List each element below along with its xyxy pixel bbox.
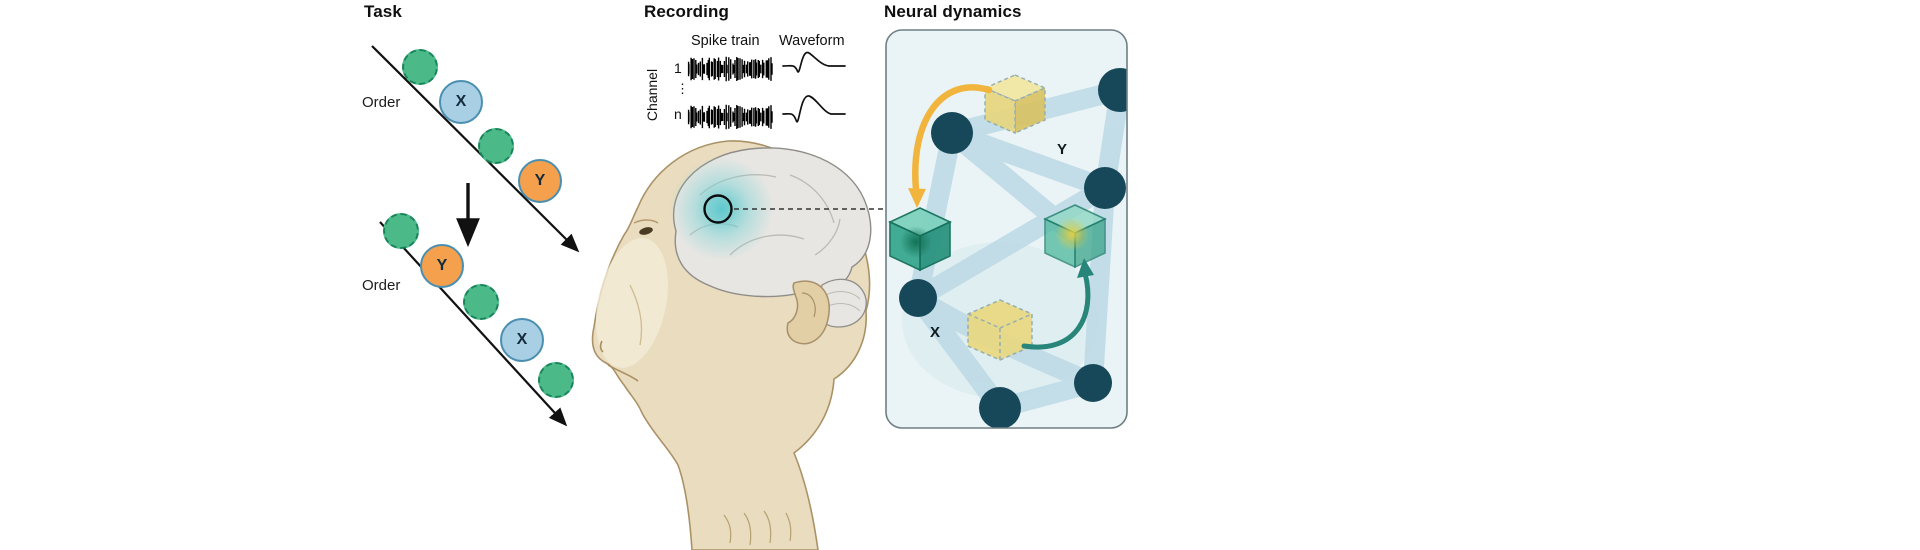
monkey-fur-strokes: [723, 510, 792, 546]
monkey-ear: [786, 280, 830, 345]
transition-arrow-teal: [1021, 270, 1091, 350]
distractor-circle: [463, 284, 499, 320]
monkey-ear-inner-line: [801, 292, 816, 318]
item-circle-x-bottom: X: [500, 318, 544, 362]
monkey-head-illustration: [591, 140, 892, 550]
panel-border: [885, 29, 1128, 429]
spike-train-1: [687, 56, 773, 82]
neural-dynamics-panel: [885, 29, 1128, 429]
distractor-circle: [383, 213, 419, 249]
order-label-top: Order: [362, 94, 401, 111]
item-label-x: X: [516, 331, 528, 348]
state-label-x: X: [930, 324, 941, 341]
spike-train-label: Spike train: [691, 33, 760, 49]
monkey-mouth-line: [607, 364, 639, 382]
waveform-n: [782, 95, 846, 123]
channel-n-label: n: [674, 106, 682, 122]
monkey-brow-line: [633, 219, 659, 224]
cube-yellow-bottom: [967, 299, 1033, 361]
item-label-y: Y: [436, 257, 448, 274]
monkey-eye: [639, 227, 653, 235]
arrow-yellow-head: [908, 188, 926, 208]
network-nodes: [899, 68, 1127, 428]
spike-train-n: [687, 104, 773, 130]
item-circle-y-bottom: Y: [420, 244, 464, 288]
cube-yellow-top: [983, 74, 1047, 135]
distractor-circle: [402, 49, 438, 85]
recording-traces-layer: [687, 51, 846, 130]
monkey-nostril: [599, 340, 604, 353]
item-label-y: Y: [534, 172, 546, 189]
monkey-cheek-contour: [629, 284, 643, 346]
task-arrows-layer: [371, 45, 580, 427]
cube-green-right: [1043, 204, 1107, 269]
distractor-circle: [478, 128, 514, 164]
transition-arrow-yellow: [912, 84, 993, 194]
channel-1-label: 1: [674, 60, 682, 76]
cube-green-left: [888, 207, 952, 272]
arrow-teal-head: [1077, 258, 1094, 278]
item-circle-y-top: Y: [518, 159, 562, 203]
item-label-x: X: [455, 93, 467, 110]
task-panel-title: Task: [364, 2, 402, 21]
waveform-label: Waveform: [779, 33, 845, 49]
order-arrow-bottom: [379, 221, 568, 427]
recording-panel-title: Recording: [644, 2, 729, 21]
order-arrow-top: [371, 45, 580, 253]
recording-site-circle: [703, 194, 733, 224]
distractor-circle: [538, 362, 574, 398]
recording-site-highlight: [670, 157, 774, 261]
channel-ellipsis: ⋮: [676, 81, 689, 96]
item-circle-x-top: X: [439, 80, 483, 124]
waveform-1: [782, 51, 846, 73]
neural-panel-title: Neural dynamics: [884, 2, 1022, 21]
state-label-y: Y: [1057, 141, 1068, 158]
order-label-bottom: Order: [362, 277, 401, 294]
monkey-face-patch: [596, 238, 668, 368]
